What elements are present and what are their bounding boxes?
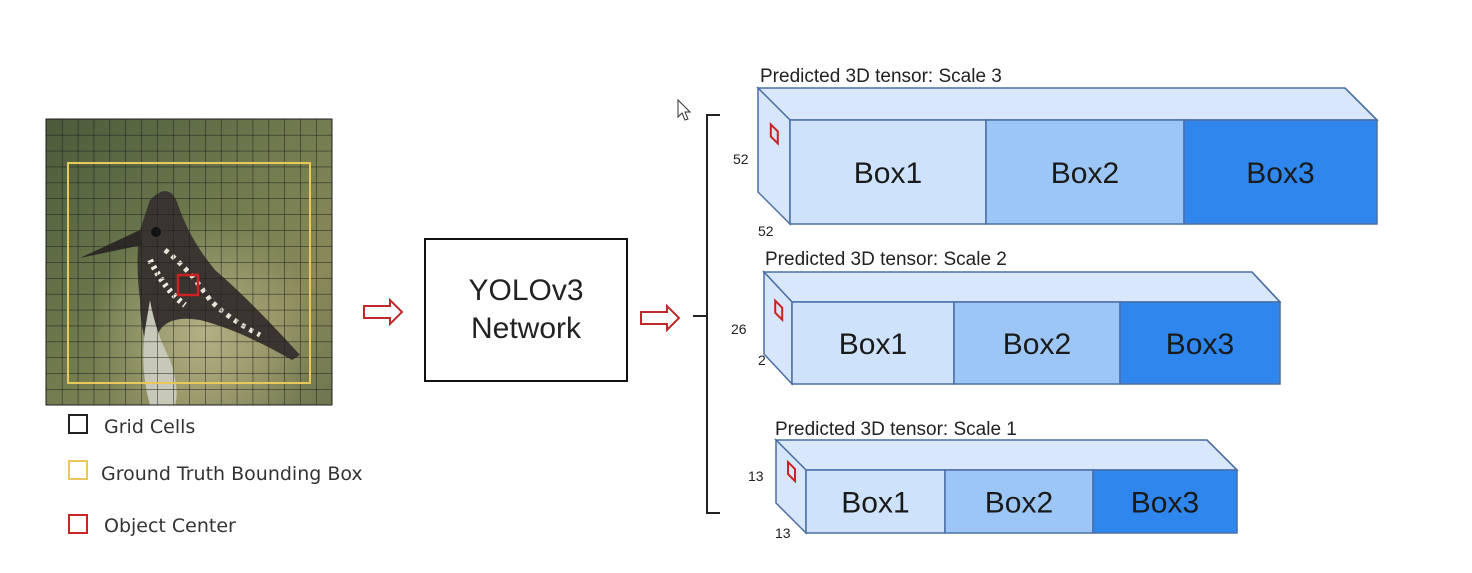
tensor-scale1-box3-label: Box3 [1131, 487, 1199, 520]
arrow-to-network [363, 297, 404, 327]
tensor-scale3-box3 [1183, 119, 1378, 225]
tensor-scale3-bottom-dim: 52 [758, 223, 774, 239]
tensor-scale3-edge [1344, 87, 1378, 121]
ground-truth-box [67, 162, 311, 384]
grid-cells-legend-icon [68, 414, 88, 434]
grid-cells-legend-label: Grid Cells [104, 416, 196, 438]
tensor-scale2-box3 [1119, 301, 1281, 385]
tensor-scale2-edge [1251, 271, 1281, 303]
tensor-scale1-bottom-dim: 13 [775, 525, 791, 541]
tensor-scale1-box3 [1092, 469, 1238, 534]
tensor-scale2-top-face [762, 271, 1282, 303]
object-center-marker [176, 273, 200, 297]
tensor-scale2-box1-label: Box1 [839, 328, 907, 361]
network-title-line2: Network [470, 312, 582, 345]
tensor-scale3-box1-label: Box1 [854, 157, 922, 190]
tensor-scale3-box2-label: Box2 [1051, 157, 1119, 190]
tensor-scale1-box1 [805, 469, 946, 534]
tensor-scale1-cell-marker [787, 459, 796, 484]
network-title-line1: YOLOv3 [468, 274, 584, 307]
object-center-legend-label: Object Center [104, 515, 236, 537]
tensor-scale1-title: Predicted 3D tensor: Scale 1 [775, 419, 1017, 440]
tensor-scale3-top-face [756, 87, 1379, 121]
tensor-scale1-box2-label: Box2 [985, 487, 1053, 520]
output-bracket [693, 114, 720, 514]
tensor-scale2-box2 [953, 301, 1121, 385]
tensor-scale1-box1-label: Box1 [841, 487, 909, 520]
tensor-scale1-edge [1206, 439, 1238, 471]
ground-truth-legend-icon [68, 460, 88, 480]
tensor-scale2-box3-label: Box3 [1166, 328, 1234, 361]
tensor-scale3-title: Predicted 3D tensor: Scale 3 [760, 66, 1002, 87]
mouse-cursor-icon [677, 98, 692, 121]
tensor-scale2-box2-label: Box2 [1003, 328, 1071, 361]
yolov3-network-box: YOLOv3 Network [424, 238, 628, 382]
tensor-scale2-bottom-dim: 2 [758, 352, 766, 368]
ground-truth-legend-label: Ground Truth Bounding Box [101, 463, 363, 485]
tensor-scale2-cell-marker [774, 298, 784, 323]
tensor-scale1-top-face [774, 439, 1239, 471]
tensor-scale2-side-dim: 26 [731, 321, 747, 337]
tensor-scale3-cell-marker [769, 121, 779, 146]
tensor-scale3-box3-label: Box3 [1246, 157, 1314, 190]
tensor-scale3-box1 [789, 119, 987, 225]
tensor-scale3-side-dim: 52 [733, 151, 749, 167]
tensor-scale1-box2 [944, 469, 1094, 534]
arrow-to-tensors [640, 303, 681, 333]
tensor-scale2-title: Predicted 3D tensor: Scale 2 [765, 249, 1007, 270]
object-center-legend-icon [68, 514, 88, 534]
tensor-scale1-side-dim: 13 [748, 468, 764, 484]
